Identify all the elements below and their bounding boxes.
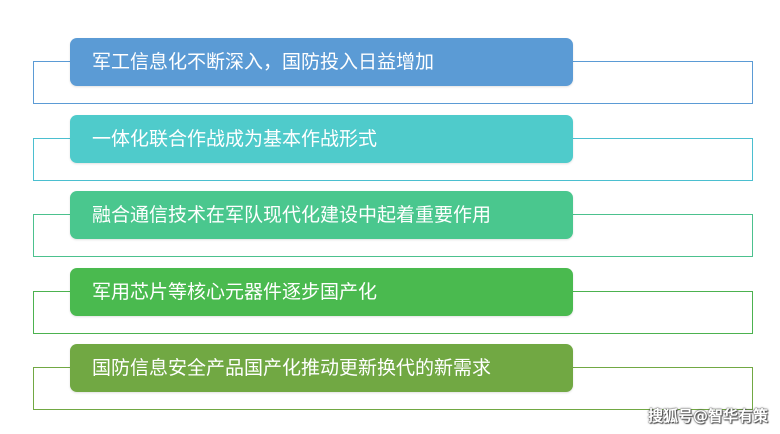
list-item-5: 国防信息安全产品国产化推动更新换代的新需求	[0, 344, 780, 420]
item-2-label: 一体化联合作战成为基本作战形式	[70, 115, 573, 163]
list-item-2: 一体化联合作战成为基本作战形式	[0, 115, 780, 191]
watermark: 搜狐号@智华有策	[647, 407, 768, 425]
list-item-3: 融合通信技术在军队现代化建设中起着重要作用	[0, 191, 780, 267]
item-1-label: 军工信息化不断深入，国防投入日益增加	[70, 38, 573, 86]
item-3-label: 融合通信技术在军队现代化建设中起着重要作用	[70, 191, 573, 239]
item-5-label: 国防信息安全产品国产化推动更新换代的新需求	[70, 344, 573, 392]
list-item-1: 军工信息化不断深入，国防投入日益增加	[0, 38, 780, 114]
list-item-4: 军用芯片等核心元器件逐步国产化	[0, 268, 780, 344]
item-4-label: 军用芯片等核心元器件逐步国产化	[70, 268, 573, 316]
